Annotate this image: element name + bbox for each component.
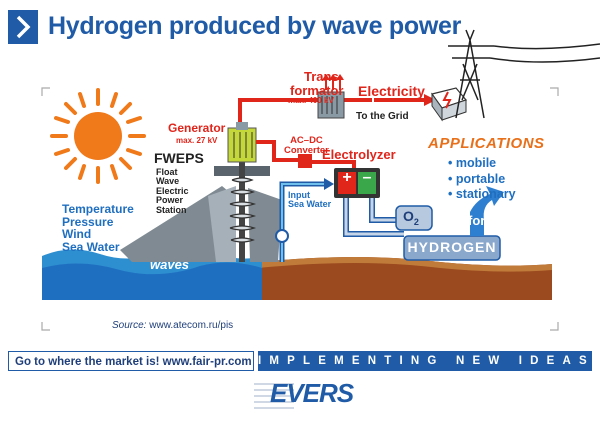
grid-connection-icon — [430, 87, 468, 122]
hydrogen-label: HYDROGEN — [407, 239, 497, 255]
transformator-label: Trans- formator — [290, 69, 344, 98]
power-tower-icon — [448, 29, 600, 119]
arrow-up-icon — [470, 186, 504, 236]
plus-sign: + — [342, 169, 352, 186]
electrolyzer — [334, 168, 380, 198]
applications-list: • mobile • portable • stationary — [448, 156, 516, 203]
page-title: Hydrogen produced by wave power — [48, 12, 462, 40]
applications-heading: APPLICATIONS — [428, 135, 545, 152]
converter-label: AC–DC Converter — [284, 135, 329, 156]
waves-label: waves — [150, 257, 190, 272]
footer-link[interactable]: Go to where the market is! www.fair-pr.c… — [8, 351, 254, 371]
wave-power-diagram — [41, 29, 600, 331]
oxygen-label: O2 — [403, 208, 419, 227]
input-sea-water-label: Input Sea Water — [288, 190, 332, 210]
evers-logo: EVERS — [254, 378, 354, 409]
application-item: • stationary — [448, 187, 516, 202]
for-label: for — [468, 213, 486, 228]
electricity-label: Electricity — [358, 83, 425, 99]
footer-bar: Go to where the market is! www.fair-pr.c… — [8, 351, 592, 373]
turbine-shaft — [229, 150, 257, 262]
fweps-description: Float Wave Electric Power Station — [156, 167, 189, 215]
power-cables — [238, 98, 430, 178]
minus-sign: – — [362, 169, 372, 186]
application-item: • portable — [448, 171, 506, 186]
transformator-spec: max. 400 kV — [288, 96, 334, 105]
gas-pipes — [343, 198, 404, 237]
to-grid-label: To the Grid — [356, 111, 409, 122]
footer-slogan: IMPLEMENTING NEW IDEAS — [258, 351, 592, 371]
electrolyzer-label: Electrolyzer — [322, 147, 396, 162]
converter-box — [298, 154, 312, 168]
generator — [227, 122, 257, 163]
float-body — [120, 186, 234, 262]
sun-icon — [50, 88, 146, 184]
chevron-right-icon — [8, 10, 38, 44]
transformer — [317, 74, 345, 119]
title-bar: Hydrogen produced by wave power — [8, 8, 478, 48]
hydrogen-box — [403, 235, 501, 261]
source-credit: Source: www.atecom.ru/pis — [112, 320, 234, 331]
oxygen-box — [395, 205, 433, 231]
fweps-label: FWEPS — [154, 150, 204, 166]
frame-corners — [41, 87, 559, 331]
generator-label: Generator — [168, 121, 226, 135]
generator-spec: max. 27 kV — [176, 136, 218, 145]
conditions-label: Temperature Pressure Wind Sea Water — [62, 202, 134, 254]
application-item: • mobile — [448, 156, 497, 170]
